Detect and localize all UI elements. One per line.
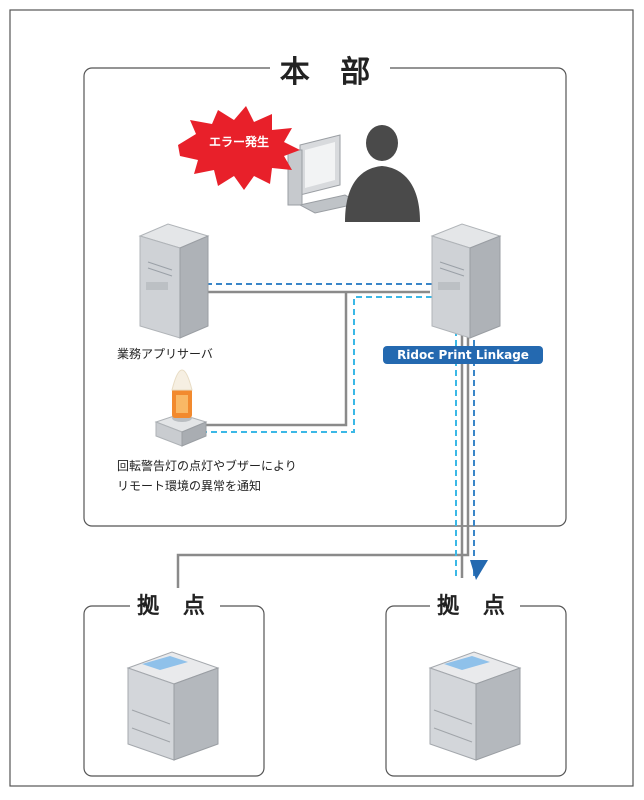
arrow-head [470,560,488,580]
warning-caption-line2: リモート環境の異常を通知 [117,479,262,493]
line-light-to-network [206,292,348,427]
app-server-label: 業務アプリサーバ [117,347,213,361]
alert-label: エラー発生 [208,135,269,149]
alert-burst-icon [178,106,300,190]
printer-left-icon [126,651,220,761]
printer-right-icon [428,651,522,761]
ridoc-badge: Ridoc Print Linkage [383,346,543,364]
outer-frame [9,9,634,787]
branch-left-title: 拠 点 [130,594,220,620]
warning-caption-line1: 回転警告灯の点灯やブザーにより [117,459,297,473]
ridoc-server-icon [430,223,502,339]
line-to-left-branch [176,330,470,588]
branch-right-title: 拠 点 [430,594,520,620]
headquarters-title: 本 部 [270,56,390,90]
user-silhouette-icon [345,125,420,222]
dashed-ridoc-to-light [206,296,432,433]
app-server-icon [138,223,210,339]
warning-light-icon [154,369,208,447]
